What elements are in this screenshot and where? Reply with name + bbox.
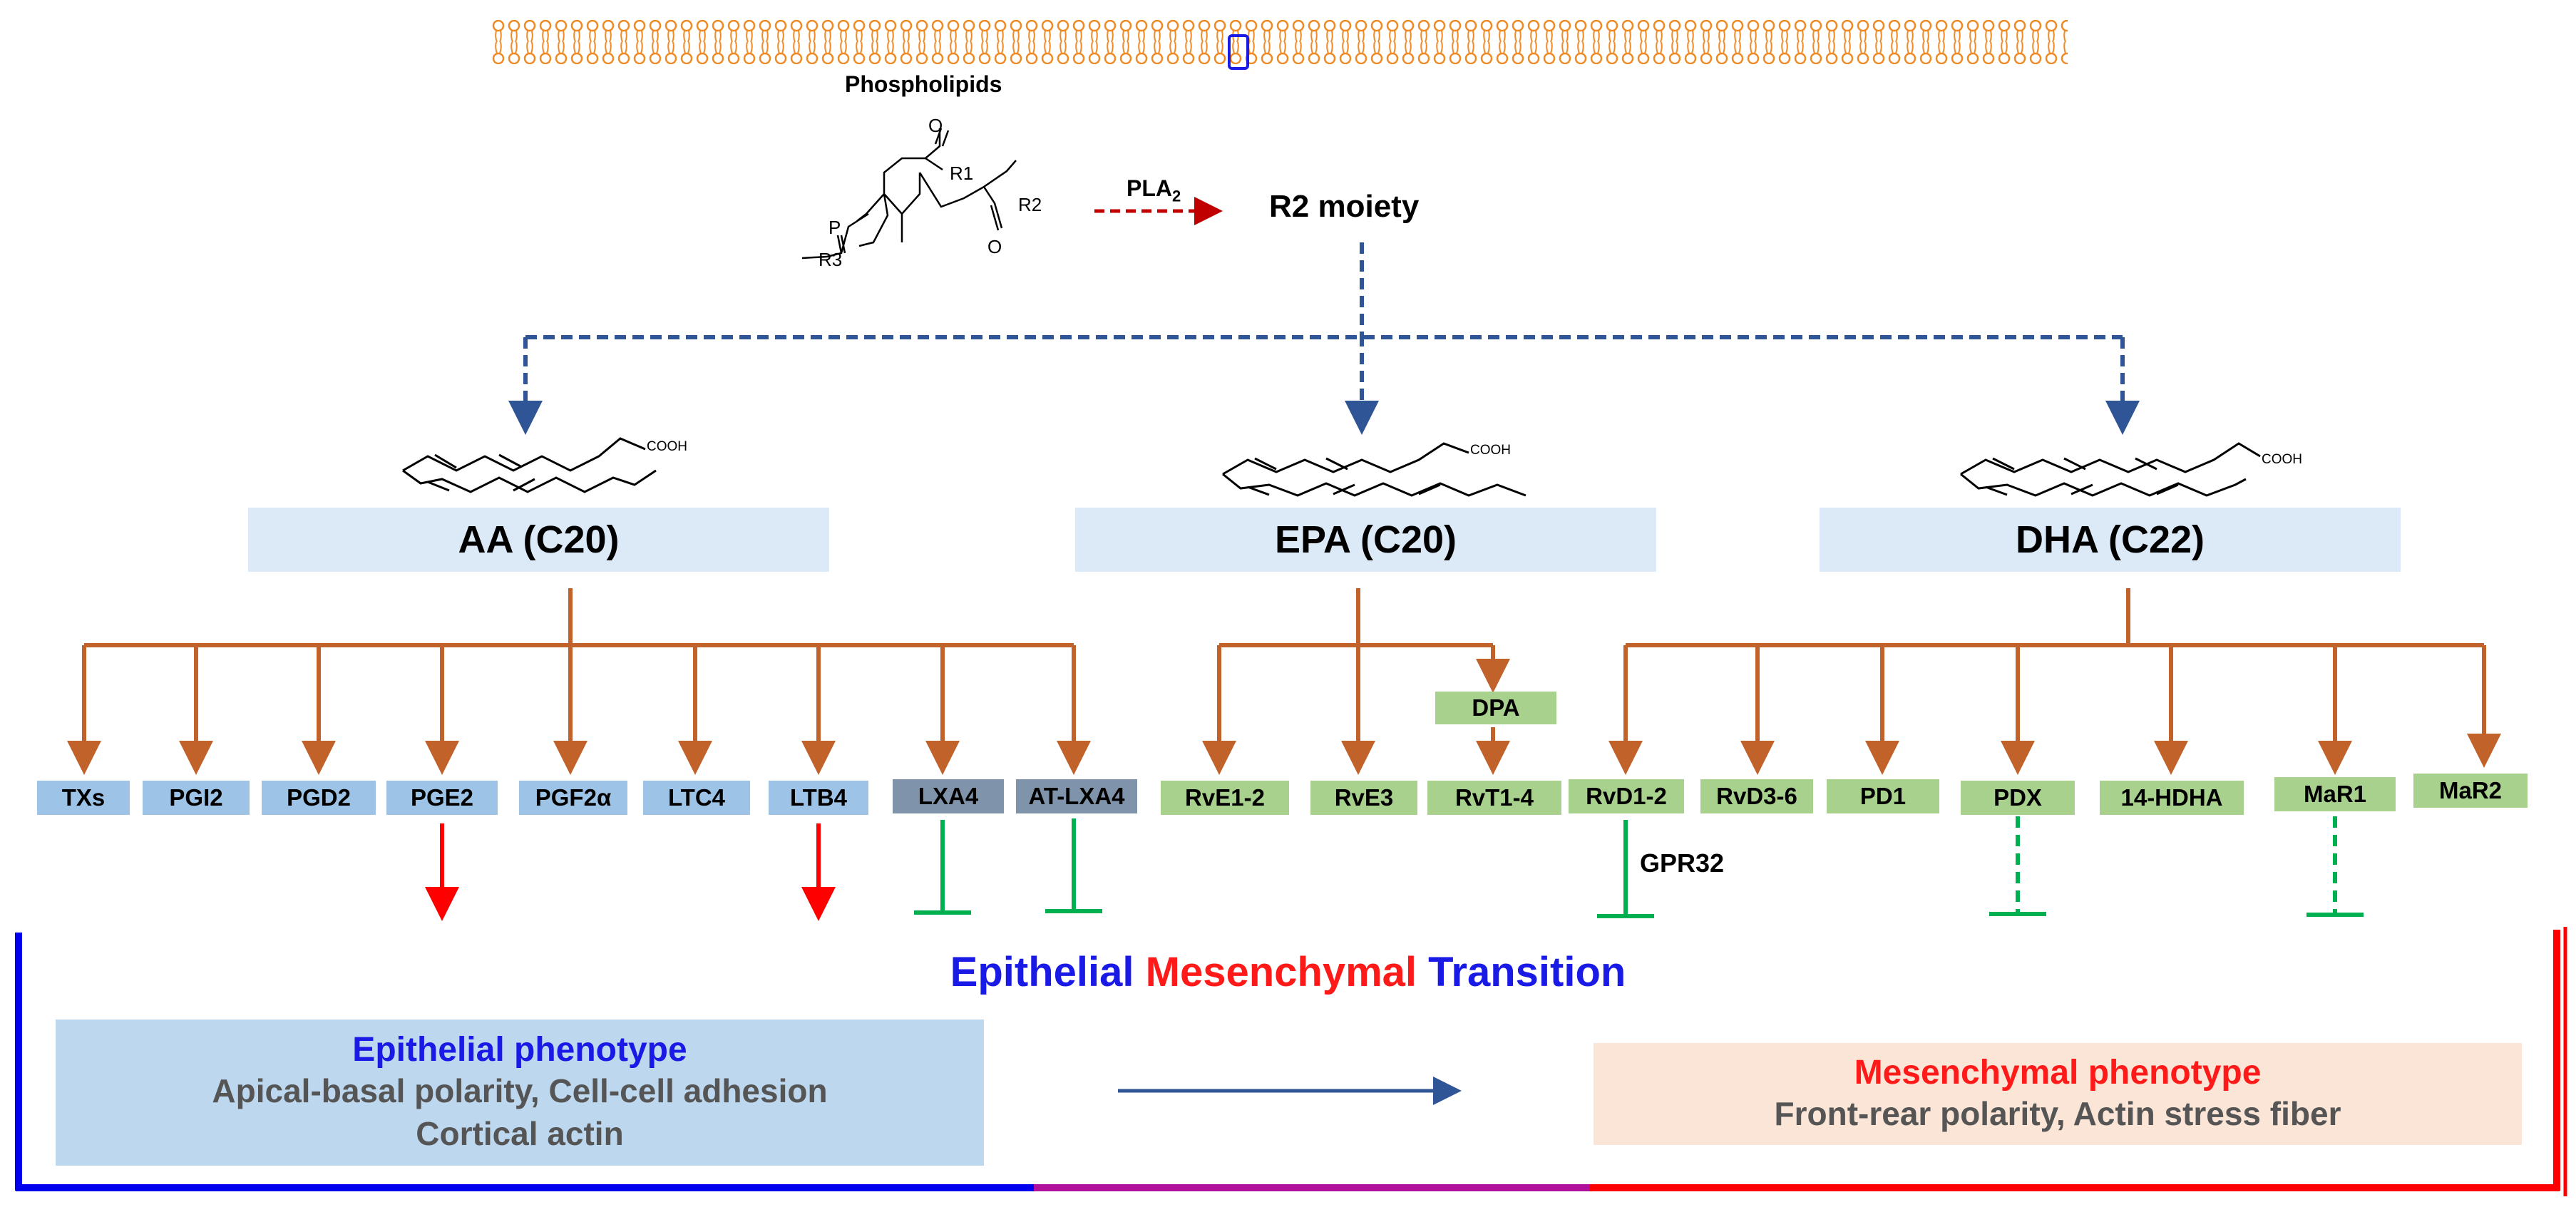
emt-title-epithelial: Epithelial <box>950 949 1134 995</box>
enzyme-name: PLA <box>1127 175 1172 201</box>
aa-structure <box>402 437 657 493</box>
membrane-bilayer <box>491 20 2068 70</box>
enzyme-subscript: 2 <box>1172 187 1181 205</box>
mediator-txs: TXs <box>37 781 130 815</box>
phospholipid-p-label: P <box>828 217 841 238</box>
mesenchymal-phenotype-line1: Front-rear polarity, Actin stress fiber <box>1774 1095 2341 1132</box>
gpr32-label: GPR32 <box>1640 848 1725 878</box>
phospholipid-r2-label: R2 <box>1018 194 1042 215</box>
mediator-rve3: RvE3 <box>1310 781 1417 815</box>
mesenchymal-phenotype-title: Mesenchymal phenotype <box>1854 1054 2262 1092</box>
epa-cooh-label: COOH <box>1470 443 1511 458</box>
epithelial-phenotype-line2: Cortical actin <box>416 1115 624 1152</box>
dha-structure <box>1960 442 2261 497</box>
mediator-rvd3-6: RvD3-6 <box>1700 779 1813 813</box>
mediator-mar2: MaR2 <box>2413 774 2528 808</box>
mediator-pgi2: PGI2 <box>143 781 250 815</box>
mediator-mar1: MaR1 <box>2274 777 2396 811</box>
mediator-ltb4: LTB4 <box>769 781 868 815</box>
moiety-branches <box>508 242 2140 435</box>
mediator-pge2: PGE2 <box>386 781 498 815</box>
mesenchymal-phenotype-box: Mesenchymal phenotype Front-rear polarit… <box>1594 1043 2522 1145</box>
lxa4-inhibit <box>914 820 971 915</box>
mediator-pgf2a: PGF2α <box>519 781 627 815</box>
emt-title-mesenchymal: Mesenchymal <box>1145 949 1417 995</box>
epithelial-phenotype-box: Epithelial phenotype Apical-basal polari… <box>56 1020 984 1166</box>
mediator-pd1: PD1 <box>1827 779 1939 813</box>
mediator-ltc4: LTC4 <box>643 781 750 815</box>
enzyme-label: PLA2 <box>1127 175 1181 205</box>
epithelial-phenotype-title: Epithelial phenotype <box>352 1031 687 1069</box>
emt-title: Epithelial Mesenchymal Transition <box>0 948 2576 996</box>
phospholipid-r1-label: R1 <box>950 163 973 184</box>
aa-distribution-tree <box>67 588 1091 775</box>
mediator-dpa: DPA <box>1435 692 1556 724</box>
at-lxa4-inhibit <box>1045 818 1102 913</box>
mediator-at-lxa4: AT-LXA4 <box>1016 779 1137 813</box>
epa-structure <box>1222 442 1526 497</box>
r2-moiety-label: R2 moiety <box>1269 189 1420 224</box>
mediator-rve1-2: RvE1-2 <box>1161 781 1289 815</box>
aa-header: AA (C20) <box>248 508 829 572</box>
dha-distribution-tree <box>1608 588 2501 775</box>
dha-cooh-label: COOH <box>2262 452 2302 467</box>
selected-phospholipid-marker <box>1228 34 1249 70</box>
phospholipid-o-label: O <box>928 115 943 136</box>
phospholipid-o2-label: O <box>987 236 1002 257</box>
phospholipid-r3-label: R3 <box>819 249 842 270</box>
mediator-14-hdha: 14-HDHA <box>2100 781 2244 815</box>
mediator-rvd1-2: RvD1-2 <box>1569 779 1684 813</box>
mediator-pdx: PDX <box>1961 781 2075 815</box>
epa-distribution-tree <box>1202 588 1510 775</box>
phospholipid-structure <box>801 128 1017 260</box>
epa-header: EPA (C20) <box>1075 508 1656 572</box>
mediator-lxa4: LXA4 <box>893 779 1004 813</box>
emt-title-transition: Transition <box>1428 949 1626 995</box>
rvd1-2-inhibit <box>1597 820 1654 918</box>
aa-cooh-label: COOH <box>647 439 687 454</box>
epithelial-phenotype-line1: Apical-basal polarity, Cell-cell adhesio… <box>212 1072 828 1109</box>
mediator-pgd2: PGD2 <box>262 781 376 815</box>
dha-header: DHA (C22) <box>1820 508 2401 572</box>
membrane-label: Phospholipids <box>845 71 1002 97</box>
mediator-rvt1-4: RvT1-4 <box>1427 781 1561 815</box>
emt-frame <box>15 927 2567 1196</box>
